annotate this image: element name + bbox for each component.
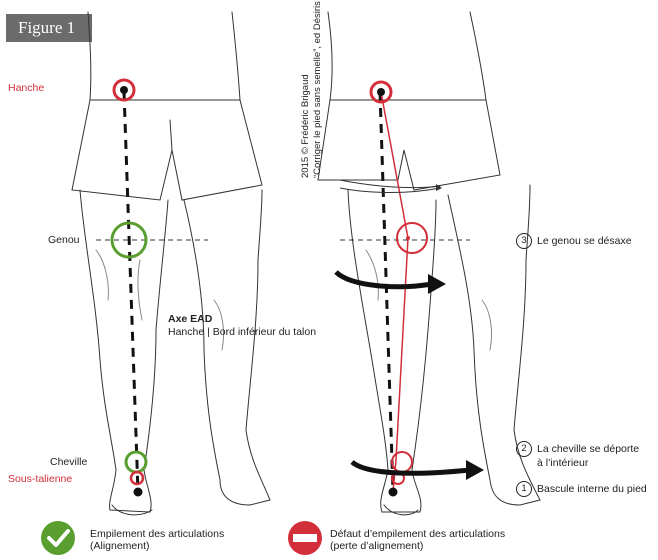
axis-subtitle: Hanche | Bord inférieur du talon [168,326,316,338]
step-number: 2 [516,441,532,457]
step-2: 2 La cheville se déporte à l’intérieur [516,441,639,470]
label-genou: Genou [48,234,80,246]
legend-good-line-1: Empilement des articulations [90,528,224,540]
no-entry-icon [288,521,322,555]
step-text: Bascule interne du pied [537,483,647,495]
step-1: 1 Bascule interne du pied [516,481,647,497]
step-text-line-2: à l’intérieur [516,457,639,470]
label-cheville: Cheville [50,456,87,468]
credit-line-2: “Corriger le pied sans semelle”, ed Dési… [312,0,324,178]
step-text: La cheville se déporte [537,443,639,455]
step-3: 3 Le genou se désaxe [516,233,632,249]
axis-title: Axe EAD [168,313,212,325]
step-number: 3 [516,233,532,249]
label-sous-talienne: Sous-talienne [8,473,72,485]
step-number: 1 [516,481,532,497]
legend-bad: Défaut d’empilement des articulations (p… [330,528,505,552]
label-hanche: Hanche [8,82,44,94]
legend-bad-line-1: Défaut d’empilement des articulations [330,528,505,540]
credit-line-1: 2015 © Frédéric Brigaud [300,0,312,178]
legend-good: Empilement des articulations (Alignement… [90,528,224,552]
check-icon [41,521,75,555]
legend-good-line-2: (Alignement) [90,540,224,552]
legend-bad-line-2: (perte d’alignement) [330,540,505,552]
step-text: Le genou se désaxe [537,235,632,247]
copyright-credit: 2015 © Frédéric Brigaud “Corriger le pie… [300,0,324,178]
